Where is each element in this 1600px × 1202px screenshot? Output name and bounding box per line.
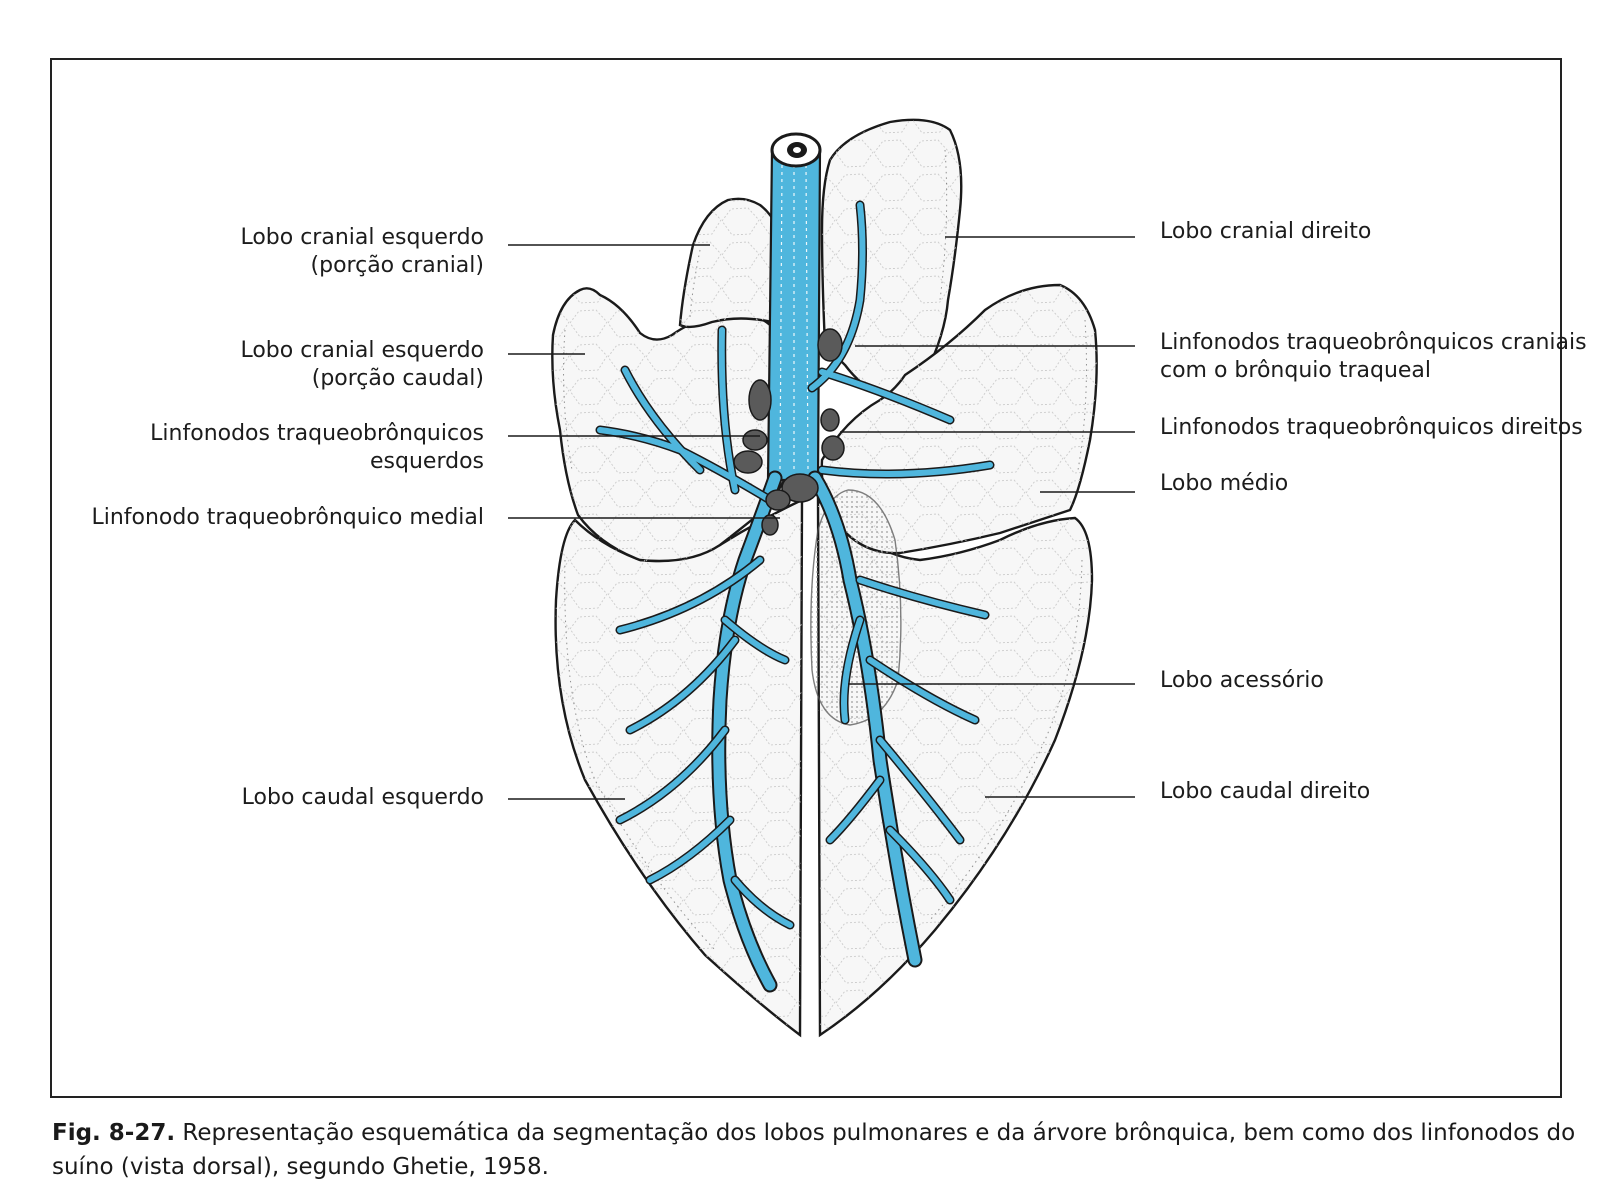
label-left-cranial-lobe-cranial-portion: Lobo cranial esquerdo (porção cranial)	[240, 225, 484, 278]
lobe-dot-borders	[563, 149, 1087, 951]
label-middle-lobe: Lobo médio	[1160, 471, 1289, 496]
label-left-tracheobronchial-nodes: Linfonodos traqueobrônquicos esquerdos	[150, 421, 484, 474]
figure-number: Fig. 8-27.	[52, 1120, 176, 1146]
trachea	[766, 132, 822, 482]
label-right-caudal-lobe: Lobo caudal direito	[1160, 779, 1371, 804]
leader-lines	[508, 236, 1135, 800]
label-left-caudal-lobe: Lobo caudal esquerdo	[241, 785, 484, 810]
label-right-cranial-lobe: Lobo cranial direito	[1160, 219, 1372, 244]
label-right-tracheobronchial-nodes: Linfonodos traqueobrônquicos direitos	[1160, 415, 1583, 440]
bronchial-tree	[595, 200, 995, 993]
figure-caption: Fig. 8-27. Representação esquemática da …	[52, 1116, 1592, 1184]
label-left-cranial-lobe-caudal-portion: Lobo cranial esquerdo (porção caudal)	[240, 338, 484, 391]
label-cranial-tracheobronchial-nodes: Linfonodos traqueobrônquicos craniais co…	[1160, 330, 1587, 383]
lung-diagram	[508, 118, 1135, 1038]
label-medial-tracheobronchial-node: Linfonodo traqueobrônquico medial	[91, 505, 484, 530]
label-accessory-lobe: Lobo acessório	[1160, 668, 1324, 693]
lymph-nodes	[733, 328, 845, 536]
caption-text: Representação esquemática da segmentação…	[52, 1120, 1576, 1180]
